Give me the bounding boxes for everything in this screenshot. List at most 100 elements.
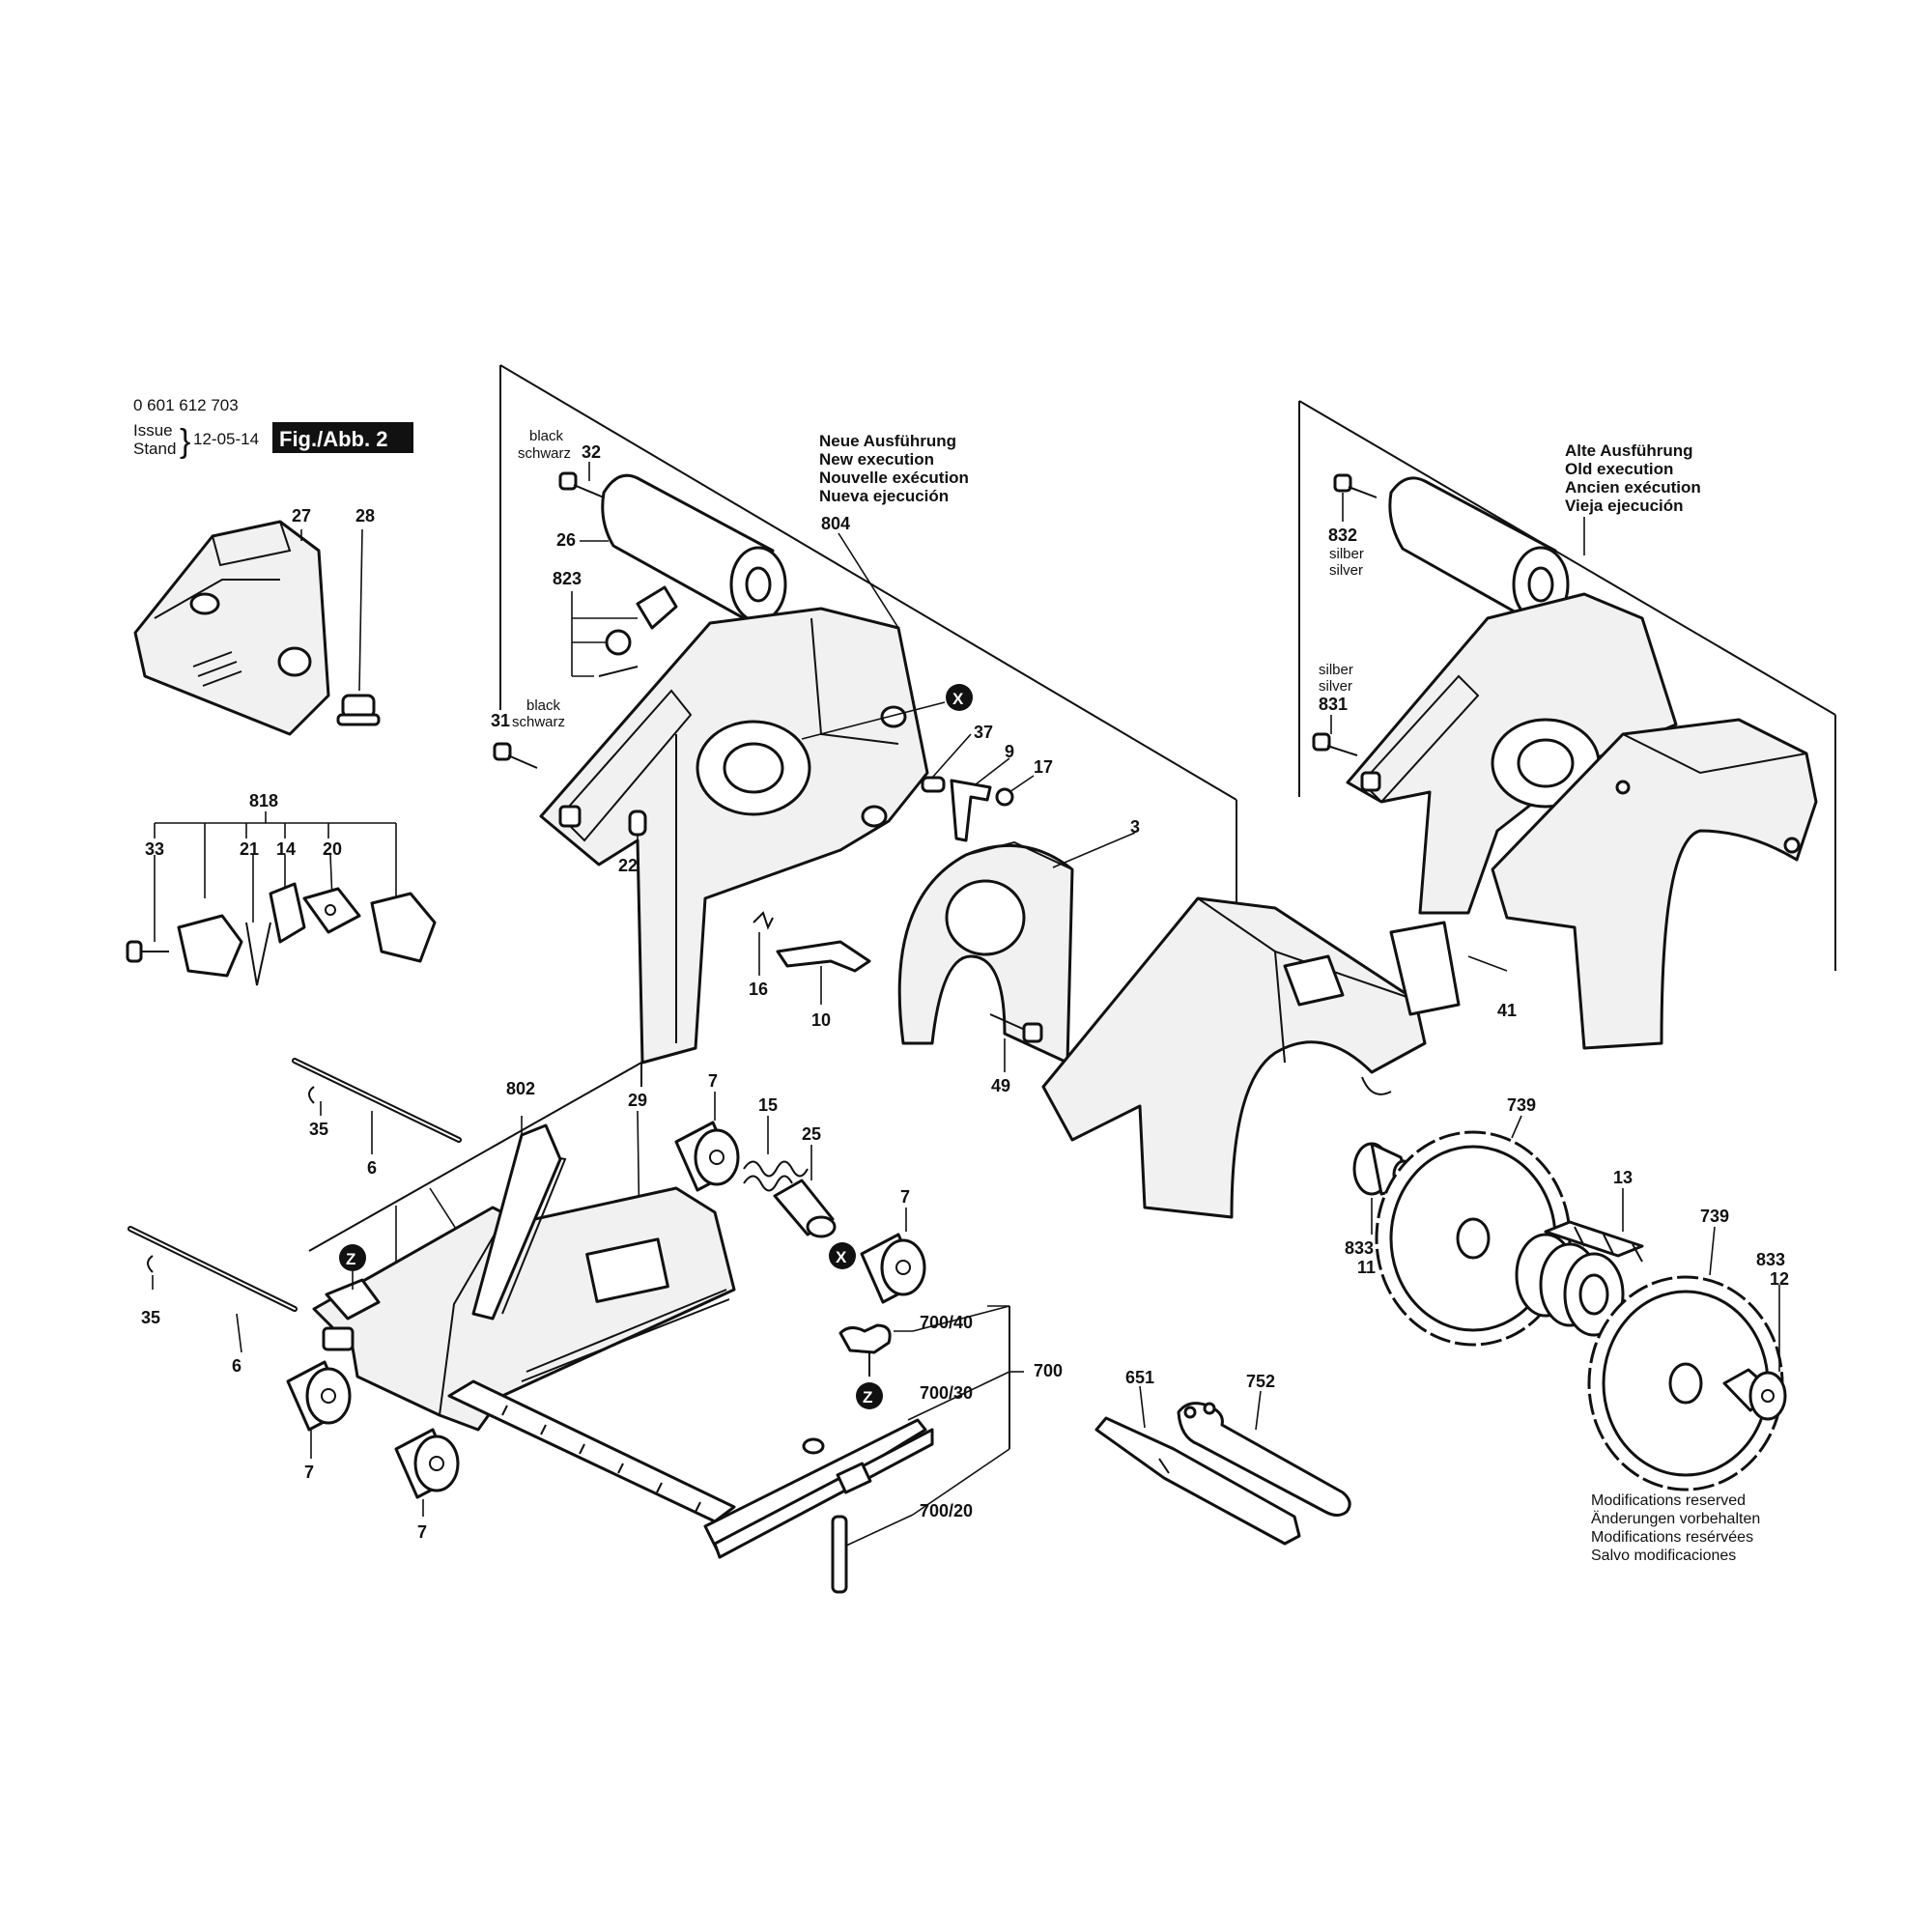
callout-35-upper: 35 (309, 1120, 328, 1139)
callout-16: 16 (749, 980, 768, 999)
callout-6-upper: 6 (367, 1158, 377, 1178)
marker-x-roller: X (829, 1242, 856, 1269)
callout-7-d: 7 (417, 1522, 427, 1542)
callout-17: 17 (1034, 757, 1053, 777)
wrench-752 (1177, 1390, 1351, 1517)
screw-49 (989, 1013, 1043, 1072)
callout-31: 31 (491, 711, 510, 730)
callout-29: 29 (628, 1091, 647, 1110)
rod-6-upper (292, 1058, 462, 1154)
tool-651 (1094, 1385, 1301, 1546)
color-silber-832: silber (1329, 546, 1364, 562)
new-execution-en: New execution (819, 450, 934, 469)
nut-17 (995, 787, 1014, 807)
callout-35-lower: 35 (141, 1308, 160, 1327)
color-silver-832: silver (1329, 562, 1363, 579)
roller-7-b (860, 1208, 926, 1304)
roller-7-c (286, 1360, 352, 1459)
color-schwarz-31: schwarz (512, 714, 565, 730)
brace: } (180, 423, 190, 460)
callout-752: 752 (1246, 1372, 1275, 1391)
callout-28: 28 (355, 506, 375, 526)
callout-33: 33 (145, 839, 164, 859)
callout-818: 818 (249, 791, 278, 810)
roller-old (1388, 476, 1570, 623)
callout-832: 832 (1328, 526, 1357, 545)
callout-700: 700 (1034, 1361, 1063, 1380)
nut-12 (1722, 1285, 1787, 1421)
marker-z-knob-letter: Z (863, 1388, 872, 1406)
pin-22 (628, 810, 647, 850)
callout-20: 20 (323, 839, 342, 859)
callout-22: 22 (618, 856, 638, 875)
header: 0 601 612 703 Issue Stand } 12-05-14 Fig… (133, 396, 413, 460)
callout-739-a: 739 (1507, 1095, 1536, 1115)
bracket-9 (950, 779, 992, 842)
new-execution-frame (499, 364, 1237, 903)
sleeve-25 (773, 1145, 837, 1238)
issue-date: 12-05-14 (193, 430, 259, 448)
callout-833-a: 833 (1345, 1238, 1374, 1258)
old-execution-frame (1298, 400, 1836, 971)
color-black-32: black (529, 428, 564, 444)
callout-12: 12 (1770, 1269, 1789, 1289)
callout-831: 831 (1319, 695, 1348, 714)
marker-z-base: Z (339, 1244, 366, 1290)
callout-25: 25 (802, 1124, 821, 1144)
new-execution-de: Neue Ausführung (819, 432, 956, 450)
guard-old (1491, 718, 1818, 1050)
modifications-es: Salvo modificaciones (1591, 1548, 1736, 1564)
clamp-13 (1515, 1188, 1644, 1337)
fig-label: Fig./Abb. 2 (279, 427, 387, 451)
stand-label: Stand (133, 440, 176, 458)
latch-set-823 (571, 585, 678, 677)
callout-32: 32 (582, 442, 601, 462)
knob-700-40 (838, 1323, 913, 1377)
part-number: 0 601 612 703 (133, 396, 239, 414)
slide-10 (776, 940, 871, 1005)
blade-739-b (1587, 1226, 1784, 1492)
marker-z-base-letter: Z (346, 1250, 355, 1268)
new-execution-fr: Nouvelle exécution (819, 469, 969, 487)
marker-x-roller-letter: X (836, 1248, 847, 1266)
callout-7-a: 7 (708, 1071, 718, 1091)
screw-832 (1333, 473, 1378, 522)
callout-804: 804 (821, 514, 850, 533)
plate-41 (1389, 921, 1508, 1016)
callout-802: 802 (506, 1079, 535, 1098)
spring-15 (743, 1116, 809, 1192)
screw-32 (558, 471, 605, 498)
modifications-de: Änderungen vorbehalten (1591, 1510, 1760, 1527)
blade-guard-large (1041, 896, 1427, 1219)
old-execution-de: Alte Ausführung (1565, 441, 1693, 460)
color-silver-831: silver (1319, 678, 1352, 695)
callout-700-30: 700/30 (920, 1383, 973, 1403)
screw-28 (336, 528, 381, 726)
pin-37 (921, 776, 946, 793)
color-silber-831: silber (1319, 662, 1353, 678)
callout-833-b: 833 (1756, 1250, 1785, 1269)
callout-10: 10 (811, 1010, 831, 1030)
rod-6-lower (128, 1226, 298, 1353)
guard-housing-804 (539, 607, 929, 1065)
callout-651: 651 (1125, 1368, 1154, 1387)
callout-26: 26 (556, 530, 576, 550)
spring-16 (753, 911, 774, 976)
callout-9: 9 (1005, 742, 1014, 761)
motor-cover-27 (133, 520, 330, 736)
callout-700-40: 700/40 (920, 1313, 973, 1332)
callout-49: 49 (991, 1076, 1010, 1095)
callout-700-20: 700/20 (920, 1501, 973, 1520)
callout-37: 37 (974, 723, 993, 742)
bracket-700 (907, 1305, 1024, 1516)
callout-6-lower: 6 (232, 1356, 242, 1376)
callout-7-b: 7 (900, 1187, 910, 1207)
marker-z-knob: Z (856, 1382, 883, 1409)
screw-31 (493, 742, 538, 769)
callout-7-c: 7 (304, 1463, 314, 1482)
modifications-fr: Modifications resérvées (1591, 1529, 1753, 1546)
callout-14: 14 (276, 839, 296, 859)
guard-3 (897, 840, 1074, 1065)
roller-7-a (674, 1092, 740, 1192)
color-black-31: black (526, 697, 561, 714)
